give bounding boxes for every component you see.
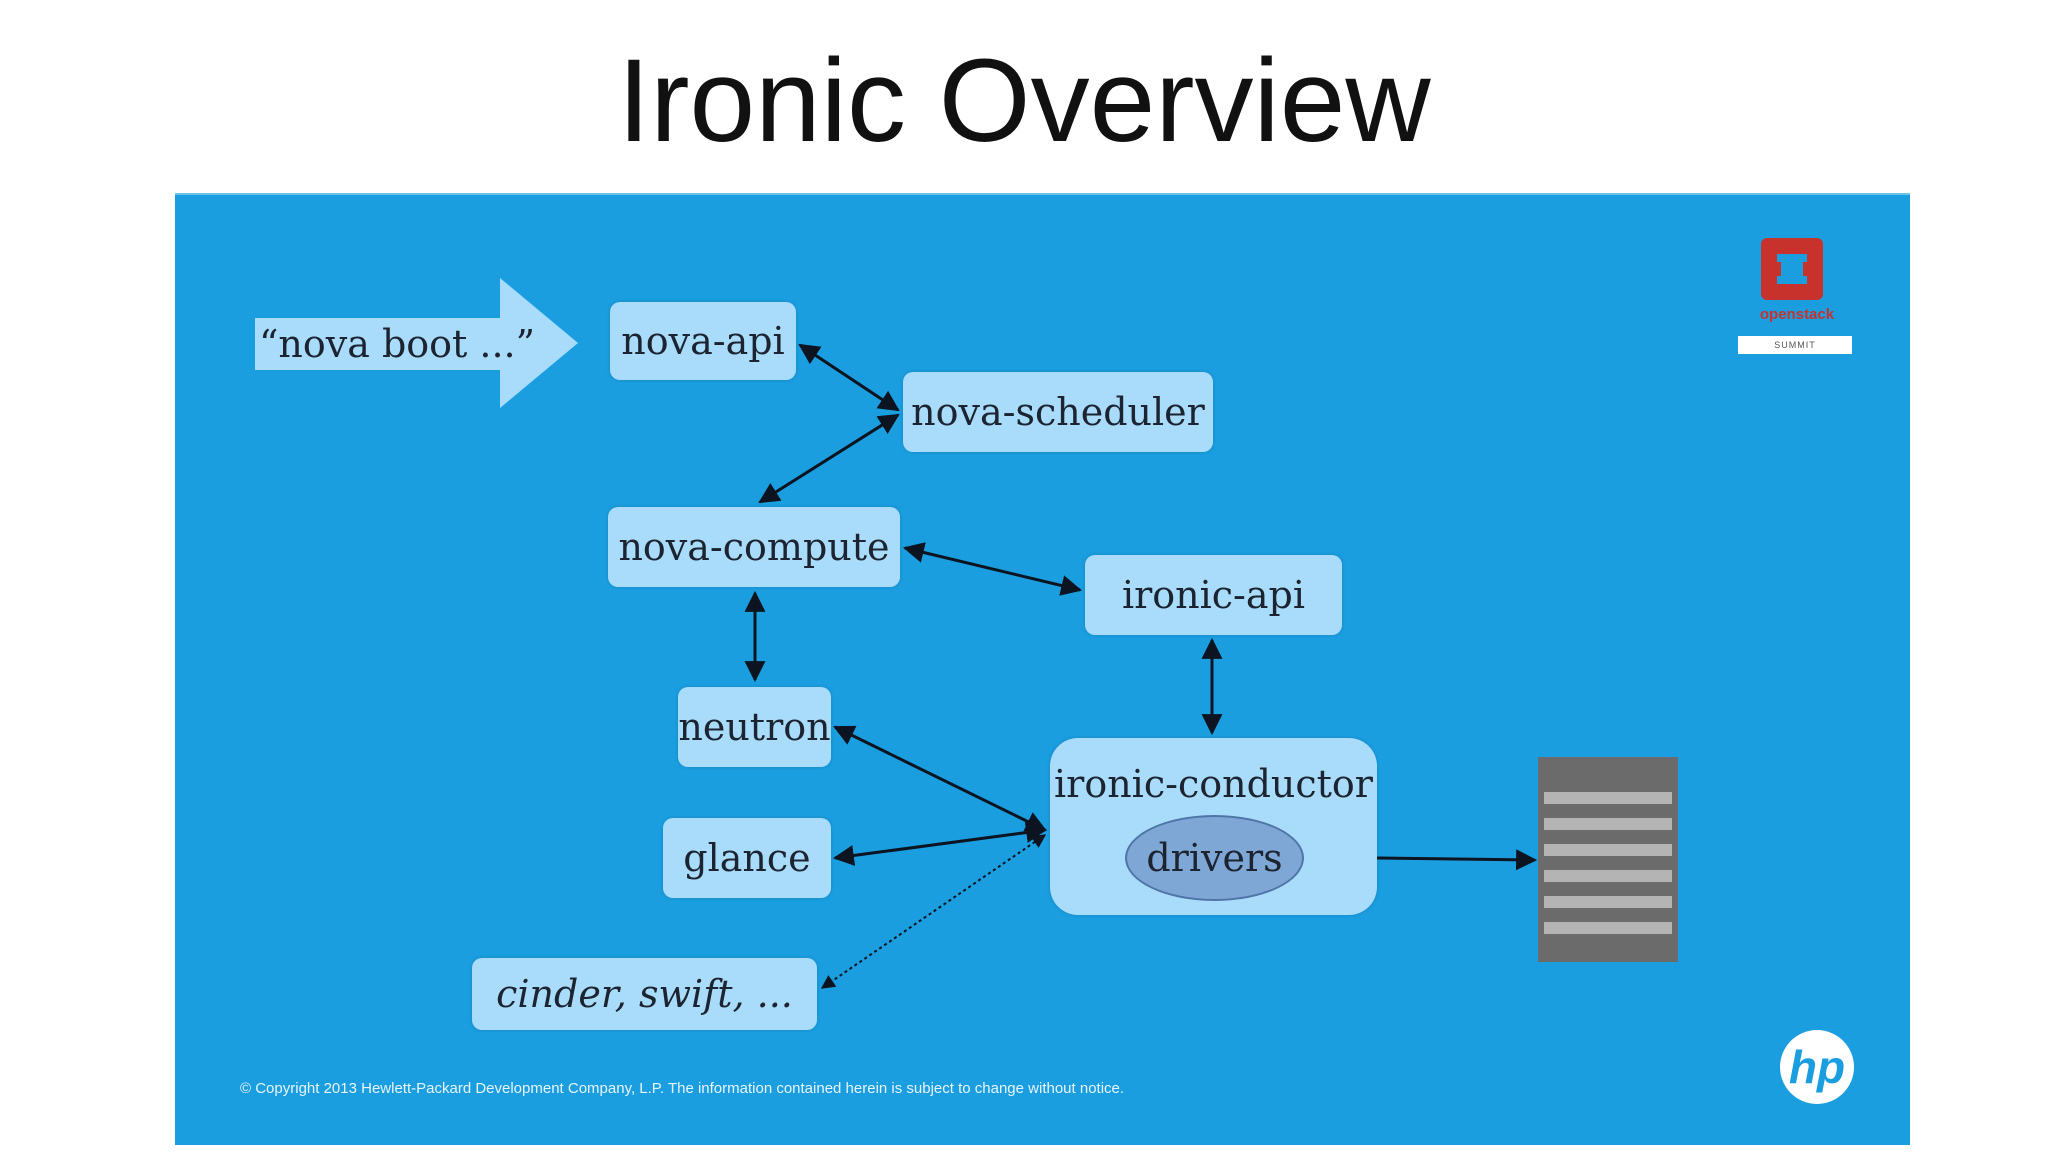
command-arrow-shape: [255, 278, 578, 408]
arrow-api-scheduler: [798, 343, 900, 412]
slide-title: Ironic Overview: [617, 35, 1431, 167]
hp-logo-icon: hp: [1780, 1030, 1854, 1104]
rack-shelf: [1544, 792, 1672, 804]
node-nova-api: nova-api: [610, 302, 796, 380]
arrow-conductor-glance: [832, 822, 1048, 866]
rack-shelf: [1544, 870, 1672, 882]
copyright-notice: © Copyright 2013 Hewlett-Packard Develop…: [240, 1080, 1125, 1097]
rack-shelf: [1544, 818, 1672, 830]
arrow-conductor-cinder: [820, 834, 1047, 989]
node-nova-compute: nova-compute: [608, 507, 900, 587]
node-nova-scheduler: nova-scheduler: [903, 372, 1213, 452]
node-cinder-swift: cinder, swift, ...: [472, 958, 817, 1030]
node-neutron: neutron: [678, 687, 831, 767]
rack-shelf: [1544, 896, 1672, 908]
nova-boot-command-label: “nova boot ...”: [258, 322, 536, 366]
server-rack-icon: [1538, 757, 1678, 962]
rack-shelf: [1544, 844, 1672, 856]
arrow-compute-ironic-api: [902, 542, 1083, 596]
openstack-logo-text: openstack: [1759, 306, 1835, 323]
openstack-logo-subtext: SUMMIT: [1738, 336, 1852, 354]
arrow-scheduler-compute: [758, 413, 900, 504]
node-ironic-api: ironic-api: [1085, 555, 1342, 635]
arrow-conductor-neutron: [833, 725, 1047, 832]
rack-shelf: [1544, 922, 1672, 934]
openstack-logo-icon: [1761, 238, 1823, 300]
node-glance: glance: [663, 818, 831, 898]
node-drivers: drivers: [1125, 815, 1304, 901]
